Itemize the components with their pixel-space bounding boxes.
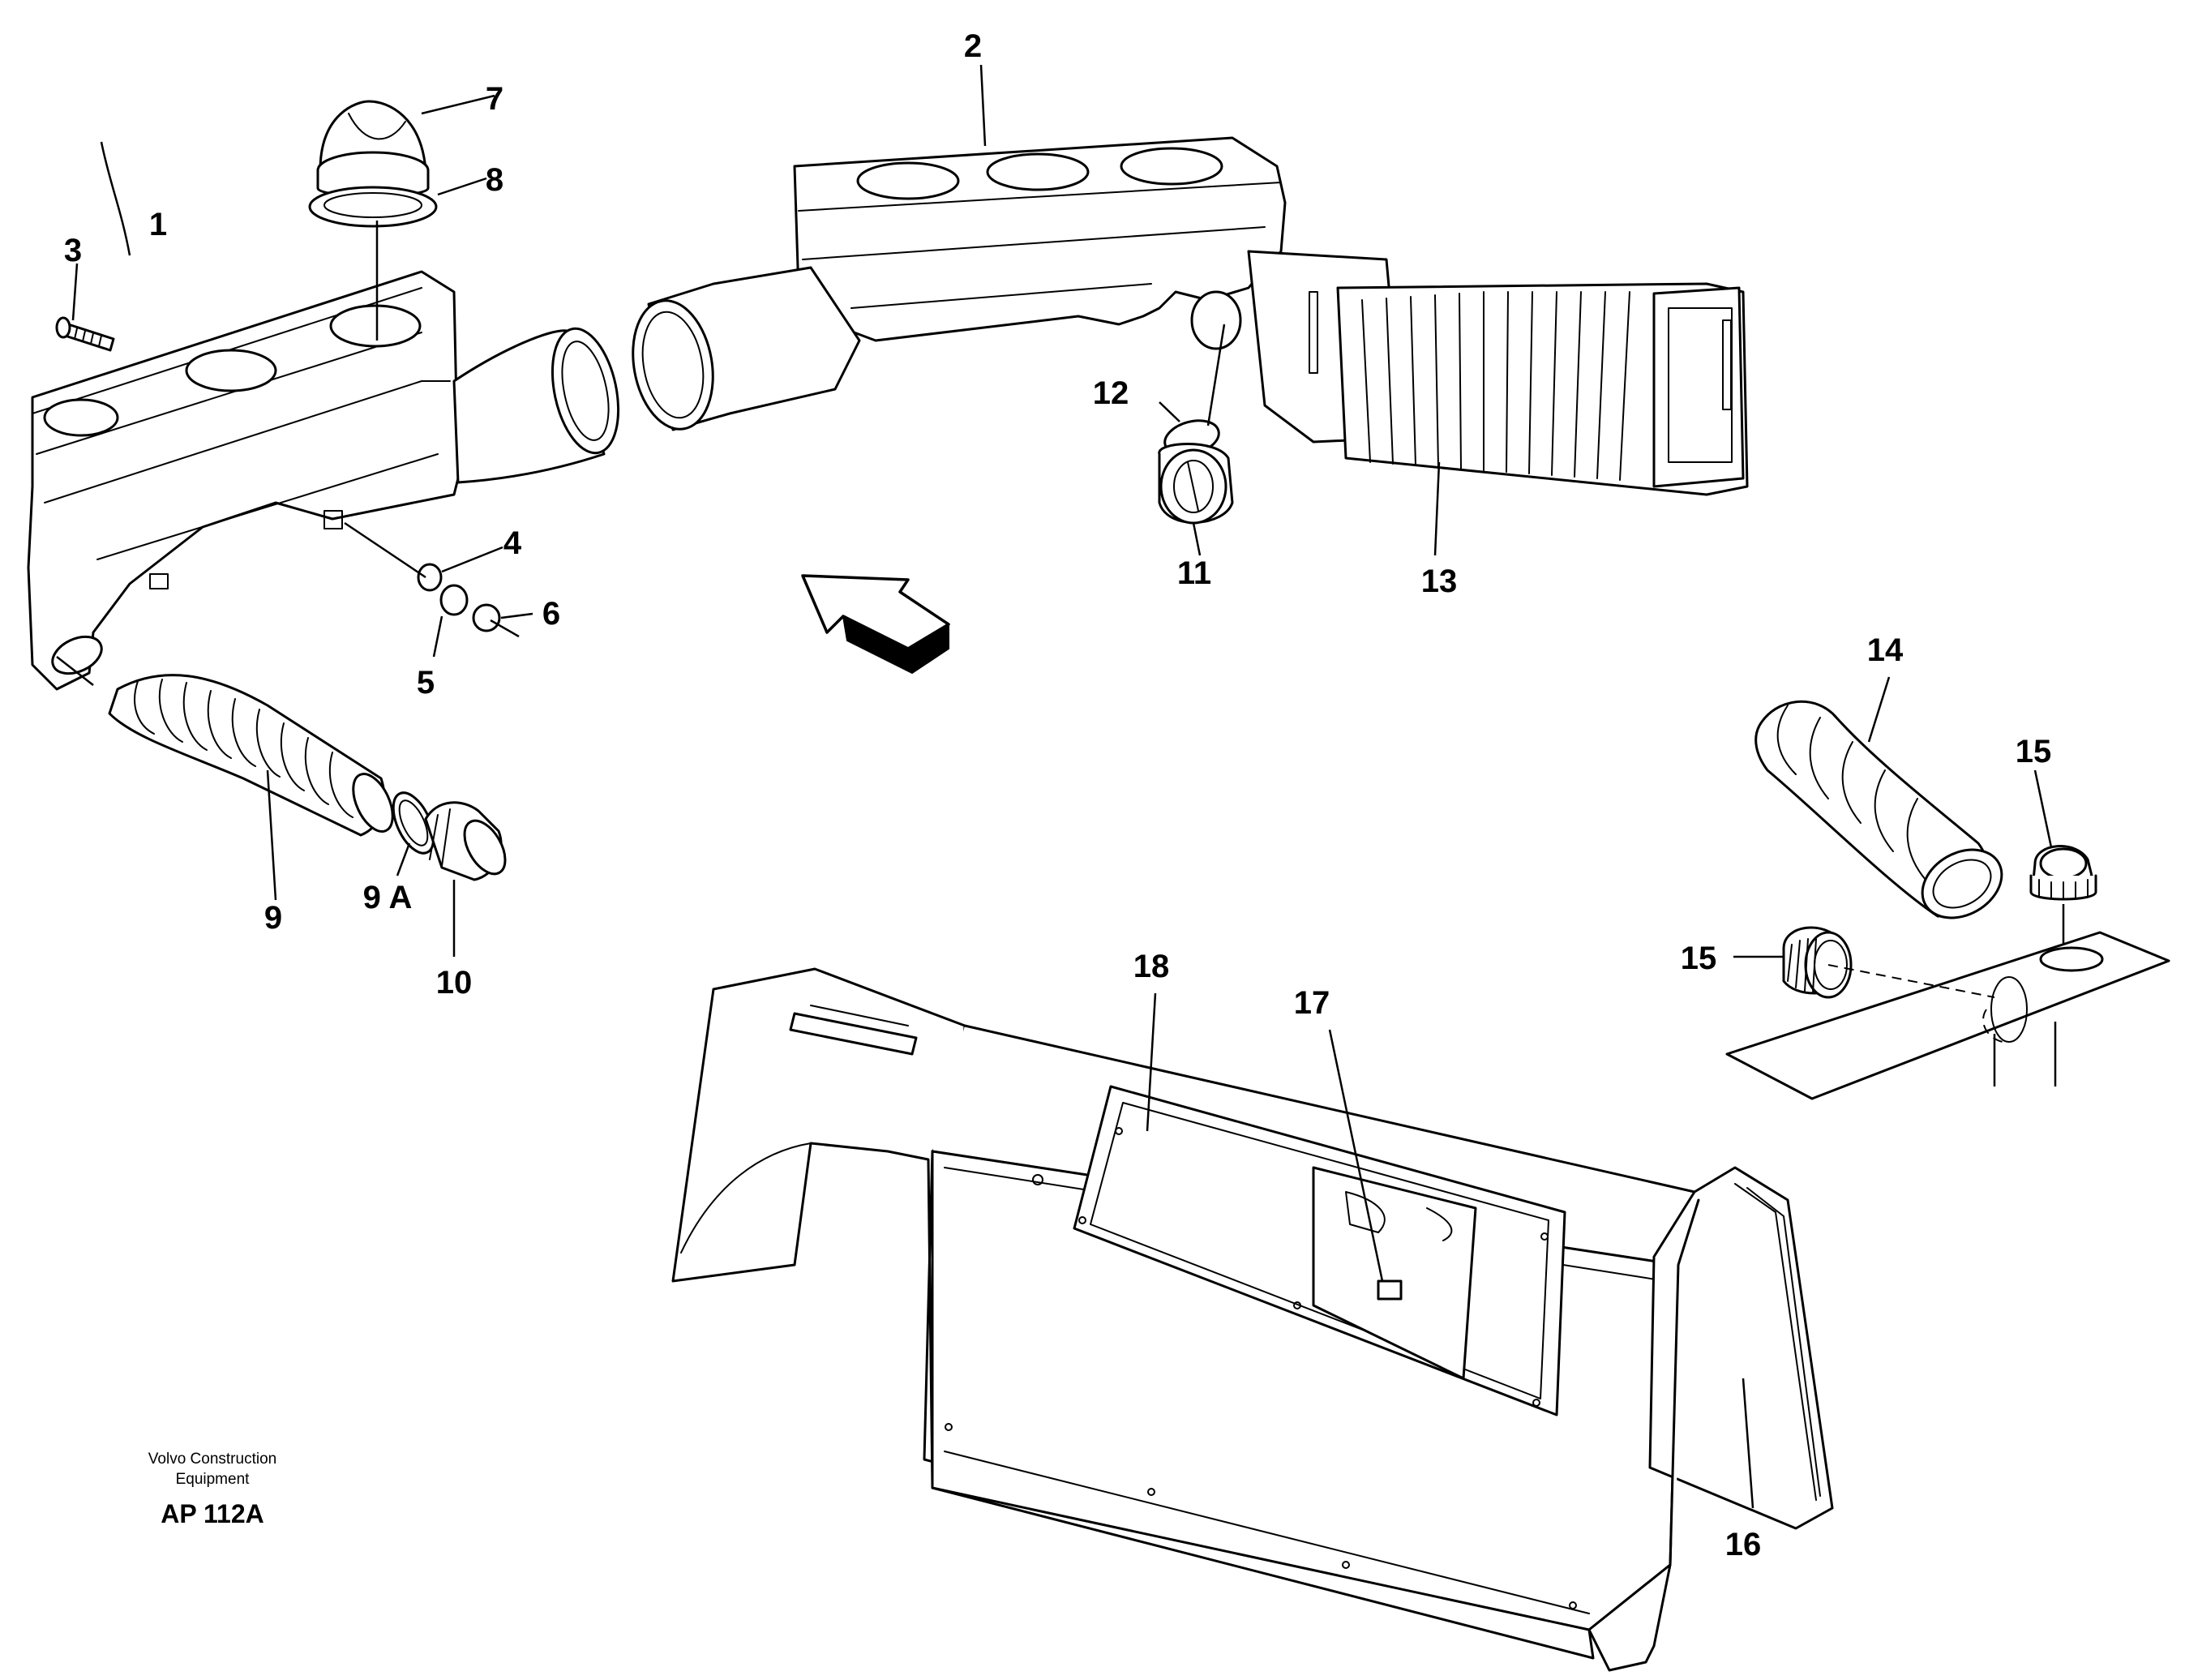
part-13-bellows bbox=[1336, 282, 1749, 496]
callout-10: 10 bbox=[436, 965, 473, 1001]
credit-line-1: Volvo Construction bbox=[148, 1451, 276, 1468]
part-1-left-air-duct bbox=[27, 270, 620, 691]
part-14-hose bbox=[1754, 700, 2003, 919]
callout-9: 9 bbox=[264, 900, 282, 936]
credit-line-2: Equipment bbox=[176, 1471, 251, 1488]
part-15-vent-side bbox=[1782, 926, 1853, 999]
callout-15-top: 15 bbox=[2016, 734, 2052, 769]
callout-16: 16 bbox=[1725, 1527, 1762, 1562]
part-7-air-vent bbox=[316, 100, 430, 198]
callout-15-side: 15 bbox=[1681, 941, 1717, 976]
part-6-nut bbox=[472, 603, 501, 632]
drawing-code: AP 112A bbox=[161, 1499, 264, 1528]
callout-6: 6 bbox=[542, 596, 560, 632]
part-5-washer bbox=[439, 584, 469, 616]
callout-1: 1 bbox=[149, 207, 167, 242]
callout-9a: 9 A bbox=[363, 880, 413, 915]
callout-12: 12 bbox=[1093, 375, 1129, 411]
part-18-dashboard-cover bbox=[671, 967, 1700, 1660]
callout-14: 14 bbox=[1867, 632, 1904, 668]
part-16-side-panel bbox=[1587, 1166, 1834, 1672]
part-9-flexible-hose bbox=[108, 674, 394, 837]
callout-5: 5 bbox=[417, 665, 435, 701]
part-10-nozzle bbox=[424, 801, 507, 881]
callout-3: 3 bbox=[64, 233, 82, 268]
part-3-screw bbox=[55, 316, 115, 352]
callout-17: 17 bbox=[1294, 985, 1330, 1021]
part-15-vent-top bbox=[2029, 845, 2097, 901]
mounting-panel bbox=[1725, 931, 2170, 1100]
callout-7: 7 bbox=[486, 81, 503, 117]
part-4-nut bbox=[417, 563, 443, 592]
callout-13: 13 bbox=[1421, 564, 1458, 599]
part-11-air-vent bbox=[1158, 443, 1234, 525]
callout-2: 2 bbox=[964, 28, 982, 64]
callout-8: 8 bbox=[486, 162, 503, 198]
part-8-seal-ring bbox=[308, 186, 438, 228]
direction-arrow bbox=[801, 574, 950, 675]
callout-11: 11 bbox=[1177, 555, 1211, 591]
callout-4: 4 bbox=[503, 525, 522, 561]
callout-18: 18 bbox=[1133, 949, 1170, 984]
part-2-right-air-duct bbox=[632, 136, 1404, 444]
